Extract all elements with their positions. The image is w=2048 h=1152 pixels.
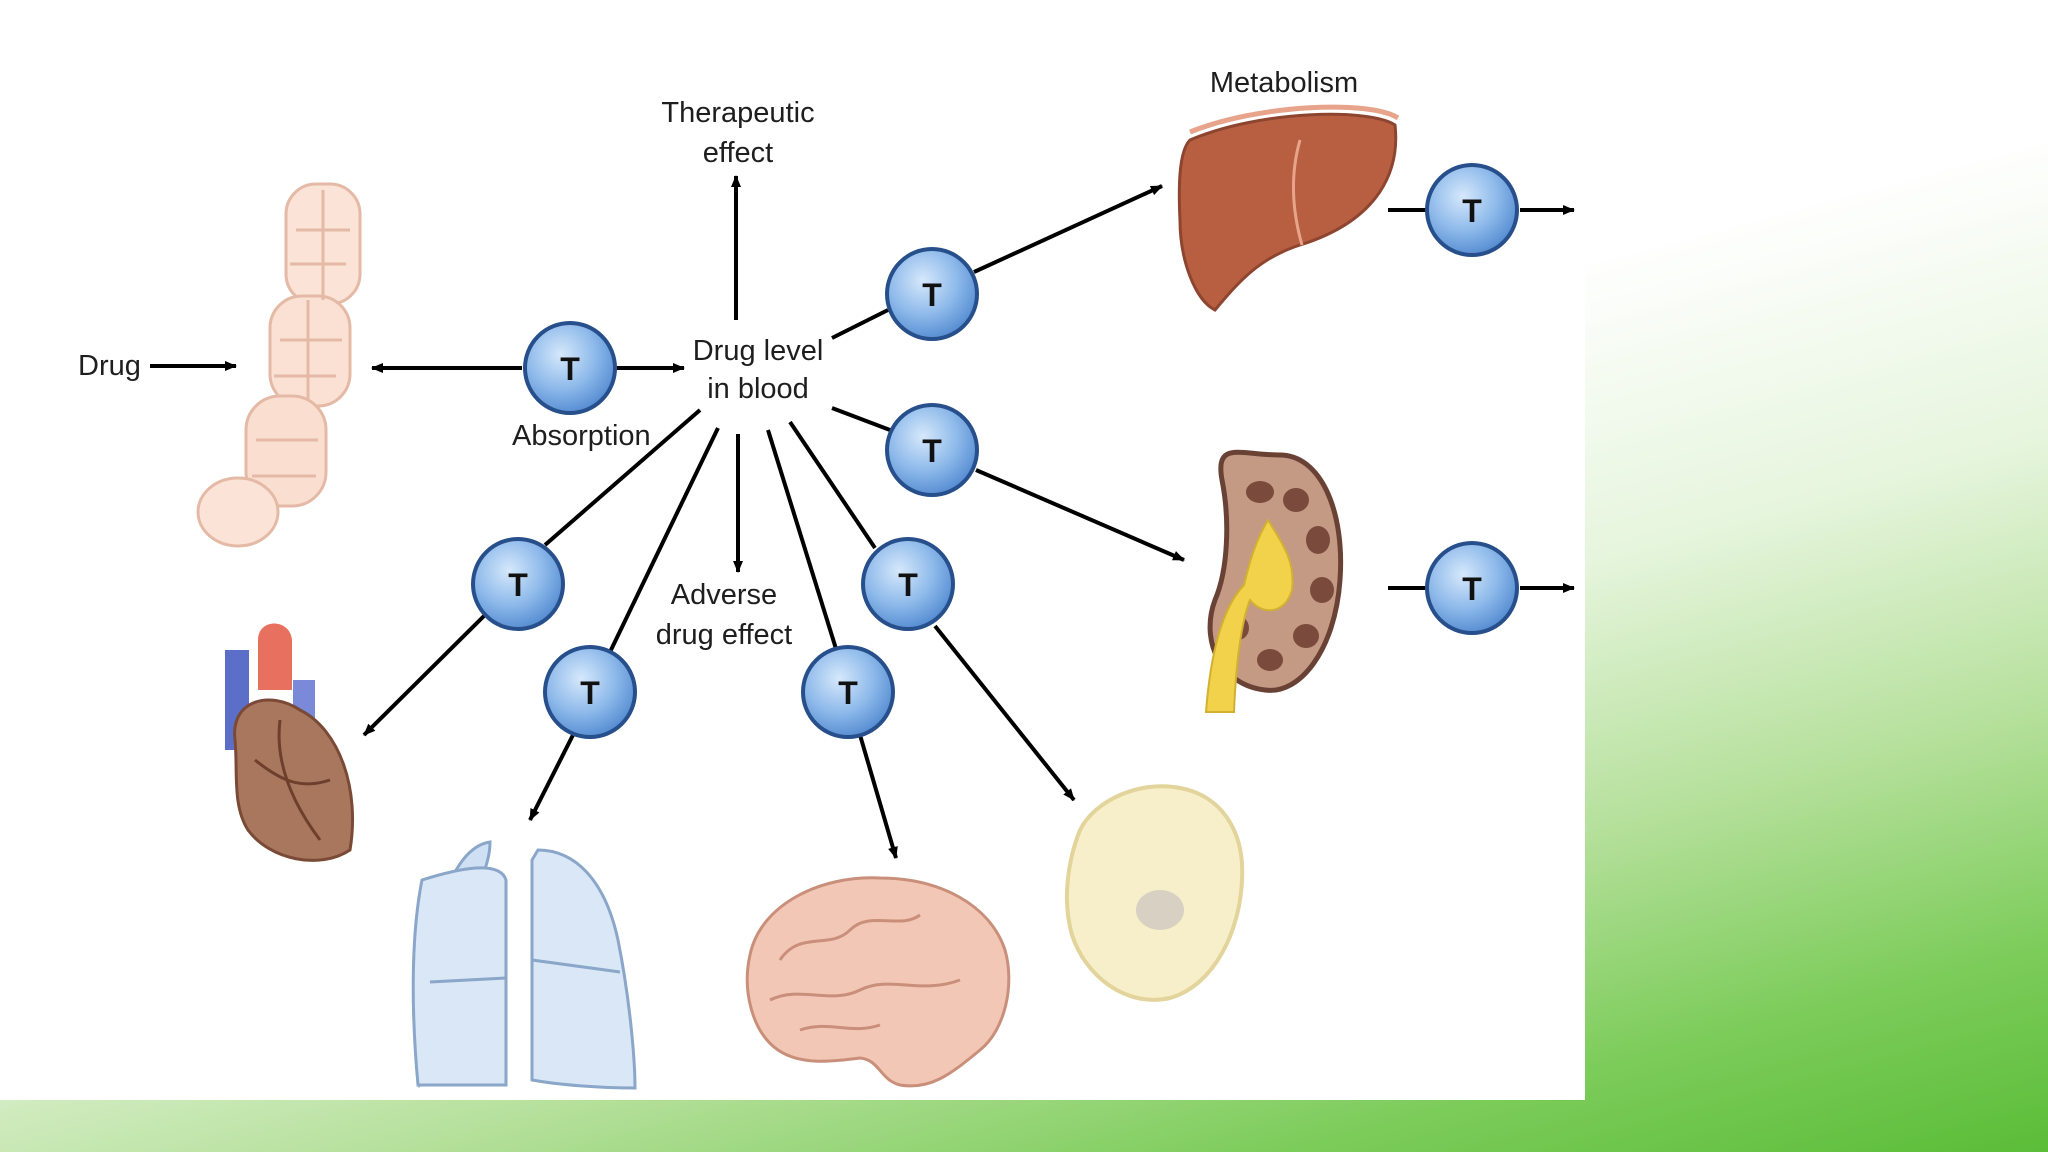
heart-icon (225, 623, 355, 862)
heart-line-1 (543, 408, 702, 547)
therapeutic-effect-label-line1: Therapeutic (661, 97, 814, 129)
tumor-cell-icon (1064, 784, 1245, 1002)
kidney-line-2 (975, 468, 1185, 562)
kidney-line-1 (831, 406, 891, 432)
drug-level-label-line1: Drug level (693, 335, 824, 367)
transporter-label: T (1462, 193, 1482, 229)
transporter-label: T (560, 351, 580, 387)
transporter-label: T (508, 567, 528, 603)
transporter-lungs: T (543, 645, 637, 739)
lungs-icon (411, 840, 637, 1090)
transporter-kidney-out: T (1425, 541, 1519, 635)
tumor-line-1 (788, 420, 877, 550)
lungs-line-2 (528, 732, 576, 821)
heart-line-2 (362, 608, 492, 737)
drug-label: Drug (78, 350, 141, 382)
metabolism-line-2 (973, 184, 1163, 274)
absorption-label: Absorption (512, 420, 651, 452)
transporter-label: T (922, 433, 942, 469)
drug-level-label-line2: in blood (707, 373, 809, 405)
transporter-label: T (838, 675, 858, 711)
transporter-heart: T (471, 537, 565, 631)
adverse-effect-label-line1: Adverse (671, 579, 777, 611)
transporter-label: T (580, 675, 600, 711)
liver-icon (1177, 104, 1400, 312)
brain-line-2 (858, 734, 898, 859)
kidney-icon (1204, 449, 1344, 713)
transporter-tumor: T (861, 537, 955, 631)
adverse-effect-label-line2: drug effect (656, 619, 793, 651)
metabolism-label: Metabolism (1210, 67, 1358, 99)
lungs-line-1 (608, 427, 720, 653)
brain-line-1 (766, 429, 839, 653)
tumor-line-2 (933, 624, 1076, 802)
transporter-liver-out: T (1425, 163, 1519, 257)
transporter-brain: T (801, 645, 895, 739)
transporter-label: T (922, 277, 942, 313)
transporter-metabolism: T (885, 247, 979, 341)
transporter-kidney: T (885, 403, 979, 497)
brain-icon (745, 876, 1011, 1088)
metabolism-line-1 (831, 308, 889, 340)
therapeutic-effect-label-line2: effect (703, 137, 773, 169)
transporter-absorption: T (523, 321, 617, 415)
transporter-label: T (898, 567, 918, 603)
transporter-label: T (1462, 571, 1482, 607)
intestine-icon (196, 182, 362, 548)
